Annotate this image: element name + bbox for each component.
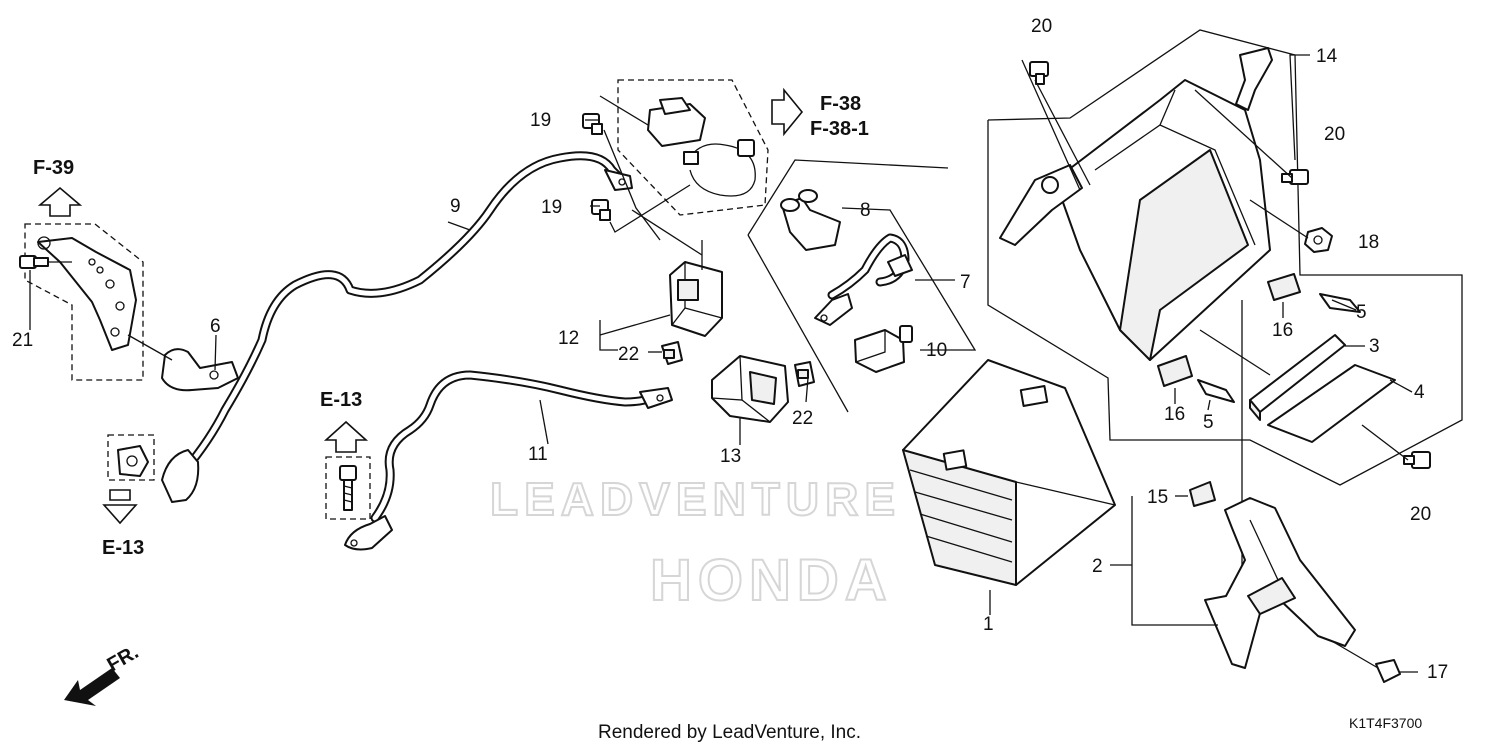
callout-1: 1 [983, 614, 994, 635]
pad-15 [1189, 481, 1216, 507]
callout-19-lower: 19 [541, 197, 562, 218]
callout-5-upper: 5 [1356, 302, 1367, 323]
callout-12: 12 [558, 328, 579, 349]
callout-22-left: 22 [618, 344, 639, 365]
band-3 [1249, 334, 1346, 421]
bolt-20-lower [1361, 424, 1431, 469]
callout-3: 3 [1369, 336, 1380, 357]
callout-20-top: 20 [1031, 16, 1052, 37]
ref-e13-top: E-13 [320, 389, 362, 411]
frame-line-b [747, 234, 849, 413]
pad-5-lower [1197, 379, 1235, 403]
callout-20-lower: 20 [1410, 504, 1431, 525]
pad-16-upper [1267, 273, 1301, 301]
callouts: 1 2 3 4 5 5 6 7 8 9 10 11 12 13 14 15 16… [12, 16, 1448, 683]
watermark-brand: LEADVENTURE [490, 473, 901, 525]
callout-16-lower: 16 [1164, 404, 1185, 425]
callout-6: 6 [210, 316, 221, 337]
pad-16-lower [1157, 355, 1193, 387]
clamp-nut-group [107, 434, 155, 481]
ref-arrow-f39 [37, 186, 83, 217]
ref-arrow-e13-top [323, 420, 369, 453]
callout-18: 18 [1358, 232, 1379, 253]
diagram-code: K1T4F3700 [1349, 715, 1422, 731]
battery-stay-2 [1204, 497, 1356, 669]
bolt-e13-group [325, 456, 371, 520]
ref-e13-bottom: E-13 [102, 537, 144, 559]
callout-4: 4 [1414, 382, 1425, 403]
callout-17: 17 [1427, 662, 1448, 683]
callout-10: 10 [926, 340, 947, 361]
relay-cover-13 [711, 355, 789, 423]
callout-13: 13 [720, 446, 741, 467]
starter-relay-12 [631, 209, 723, 337]
bolt-17 [1329, 639, 1401, 683]
ref-f39: F-39 [33, 157, 74, 179]
reference-labels: F-39 F-38 F-38-1 E-13 E-13 [33, 93, 869, 559]
ref-f38: F-38 [820, 93, 861, 115]
ref-arrow-f38 [771, 87, 804, 137]
watermark-make: HONDA [650, 548, 893, 613]
footer-rendered-by: Rendered by LeadVenture, Inc. [598, 722, 861, 743]
callout-7: 7 [960, 272, 971, 293]
callout-21: 21 [12, 330, 33, 351]
terminal-cover-8 [780, 189, 841, 251]
fuse-22-right [794, 361, 815, 387]
callout-20-right: 20 [1324, 124, 1345, 145]
leader-lines [447, 54, 1418, 673]
callout-22-right: 22 [792, 408, 813, 429]
callout-2: 2 [1092, 556, 1103, 577]
battery-bracket-group [19, 223, 239, 392]
callout-8: 8 [860, 200, 871, 221]
callout-16-upper: 16 [1272, 320, 1293, 341]
ref-arrow-e13-bottom [102, 489, 138, 525]
fuse-22-left [661, 341, 683, 365]
leader-3-box [1199, 329, 1271, 376]
ref-f38-1: F-38-1 [810, 118, 869, 140]
callout-15: 15 [1147, 487, 1168, 508]
callout-5-lower: 5 [1203, 412, 1214, 433]
callout-14: 14 [1316, 46, 1338, 67]
battery-box-group [987, 29, 1463, 486]
frame-line-a [747, 159, 949, 236]
callout-11: 11 [528, 444, 548, 465]
bolts-19 [582, 113, 691, 241]
callout-19-upper: 19 [530, 110, 551, 131]
battery-1 [902, 359, 1116, 586]
terminal-cover-10 [854, 325, 913, 373]
callout-9: 9 [450, 196, 461, 217]
starter-cable-9 [161, 151, 633, 503]
relay-inset-group [599, 79, 769, 216]
watermark: LEADVENTURE HONDA [489, 472, 901, 614]
cable-7 [814, 233, 913, 326]
front-arrow: FR. [64, 641, 142, 706]
ground-cable-11 [344, 370, 673, 551]
sheet-4 [1267, 364, 1396, 443]
